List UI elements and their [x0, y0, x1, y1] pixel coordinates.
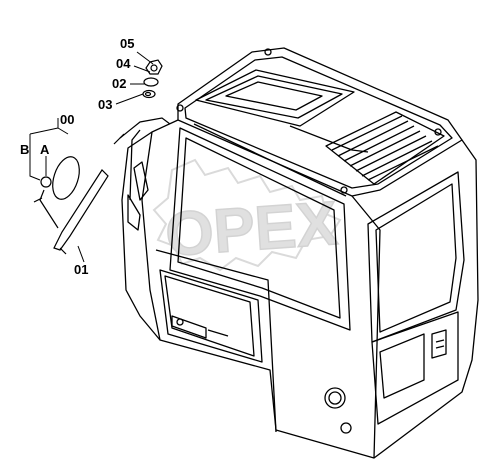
callout-02: 02: [112, 76, 126, 91]
leader-lines: [29, 51, 154, 263]
callout-00: 00: [60, 112, 74, 127]
callouts: 05 04 02 03 00 B A 01: [20, 36, 134, 277]
operator-cab: [121, 47, 479, 459]
callout-04: 04: [116, 56, 131, 71]
callout-01: 01: [74, 262, 88, 277]
mirror-parts: [33, 156, 80, 229]
callout-05: 05: [120, 36, 134, 51]
wiper-arm: [53, 117, 171, 255]
watermark-text: OPEX: [163, 189, 340, 270]
callout-b: B: [20, 142, 29, 157]
callout-a: A: [40, 142, 50, 157]
callout-03: 03: [98, 97, 112, 112]
watermark: OPEX: [152, 158, 342, 272]
fastener-stack: [142, 59, 163, 99]
